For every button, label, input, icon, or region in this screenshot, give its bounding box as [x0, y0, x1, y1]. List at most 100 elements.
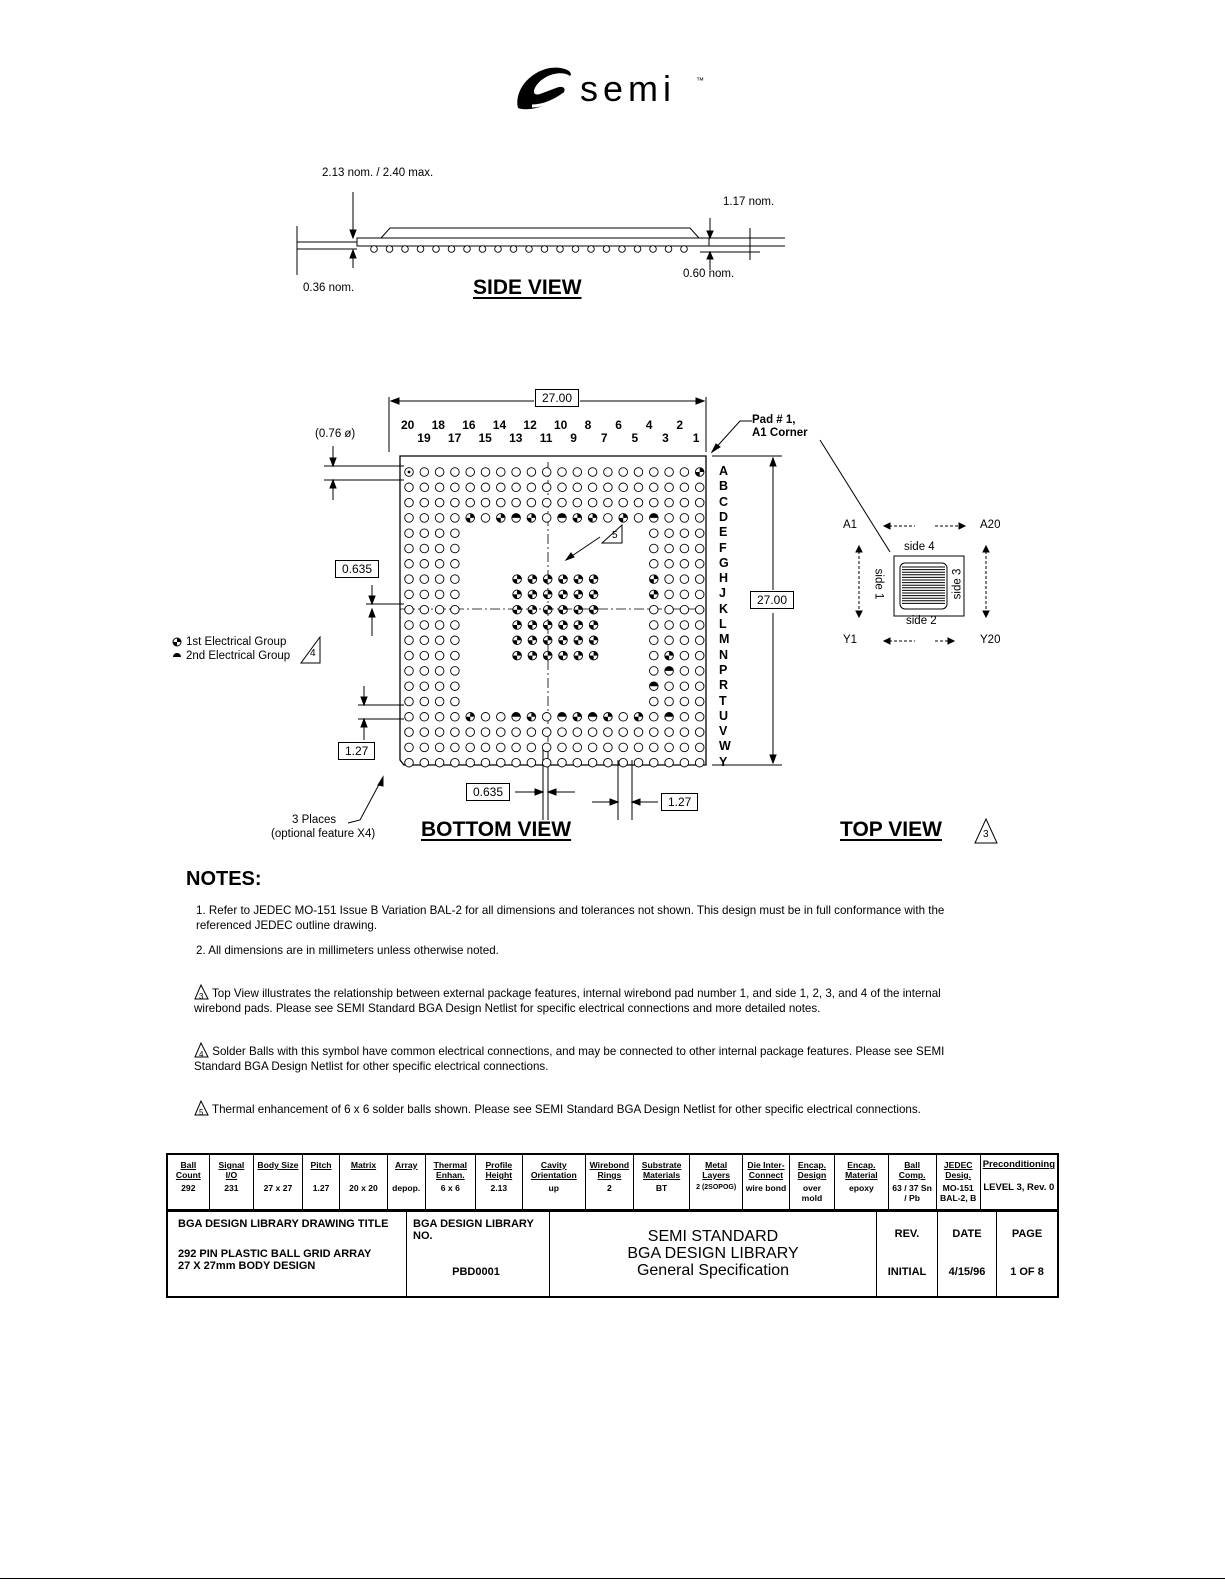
- spec-header: Substrate Materials: [641, 1160, 682, 1180]
- solder-ball: [679, 635, 690, 646]
- solder-ball: [633, 467, 644, 477]
- solder-ball: [603, 482, 613, 493]
- group1-ball-fill: [528, 574, 537, 584]
- top-view-a1: A1: [843, 519, 858, 531]
- solder-ball: [557, 742, 567, 753]
- group1-ball-fill: [574, 605, 583, 614]
- group1-ball-fill: [574, 636, 583, 645]
- group1-ball-fill: [512, 620, 522, 630]
- row-label: D: [719, 509, 729, 524]
- solder-ball: [434, 574, 445, 584]
- side-solder-ball: [401, 245, 409, 253]
- spec-header: Pitch: [310, 1160, 332, 1170]
- solder-ball: [419, 482, 430, 493]
- solder-ball: [694, 482, 705, 493]
- group1-ball-fill: [558, 636, 568, 645]
- solder-ball: [404, 757, 414, 768]
- note-5: 5 Thermal enhancement of 6 x 6 solder ba…: [194, 1100, 984, 1117]
- solder-ball: [496, 482, 506, 493]
- side-solder-ball: [432, 245, 440, 253]
- row-label: W: [719, 739, 731, 754]
- group1-ball-fill: [573, 712, 582, 722]
- solder-ball: [480, 727, 491, 737]
- solder-ball: [450, 467, 460, 477]
- solder-ball: [679, 727, 690, 737]
- solder-ball: [434, 559, 445, 569]
- group1-ball-fill: [512, 590, 522, 599]
- bottom-view-ball-grid: [404, 467, 705, 768]
- solder-ball: [434, 635, 445, 646]
- row-label: L: [719, 617, 727, 631]
- solder-ball: [557, 497, 567, 508]
- solder-ball: [649, 742, 659, 753]
- note-4-text: Solder Balls with this symbol have commo…: [194, 1045, 945, 1073]
- solder-ball: [694, 757, 705, 768]
- solder-ball: [633, 497, 644, 508]
- solder-ball: [664, 543, 674, 554]
- side-solder-ball: [587, 245, 595, 253]
- page-value: 1 OF 8: [1010, 1266, 1044, 1278]
- group1-ball-fill: [527, 513, 536, 523]
- solder-ball: [541, 742, 552, 753]
- solder-ball: [526, 757, 537, 768]
- legend-group2-label: 2nd Electrical Group: [186, 650, 291, 662]
- rev-label: REV.: [894, 1228, 920, 1240]
- side-solder-ball: [385, 245, 394, 253]
- bottom-dim-pitch-horizontal: 1.27: [661, 793, 699, 811]
- note-3-text: Top View illustrates the relationship be…: [194, 987, 941, 1015]
- column-label: 4: [645, 418, 653, 432]
- column-label: 13: [509, 431, 523, 445]
- spec-value: up: [548, 1183, 560, 1193]
- row-label: C: [719, 494, 729, 509]
- solder-ball: [633, 482, 644, 493]
- solder-ball: [694, 620, 705, 630]
- solder-ball: [450, 604, 460, 615]
- side-solder-ball: [416, 245, 425, 253]
- solder-ball: [511, 482, 521, 493]
- solder-ball: [557, 757, 567, 768]
- solder-ball: [694, 559, 705, 569]
- solder-ball: [450, 543, 460, 554]
- solder-ball: [572, 757, 583, 768]
- solder-ball: [465, 467, 475, 477]
- row-label: H: [719, 571, 729, 586]
- solder-ball: [419, 696, 430, 707]
- solder-ball: [649, 528, 659, 538]
- group1-ball-fill: [558, 651, 568, 660]
- spec-value: 1.27: [312, 1183, 330, 1193]
- group1-ball-fill: [618, 513, 628, 523]
- solder-ball: [664, 559, 674, 569]
- side-solder-ball: [633, 245, 642, 253]
- solder-ball: [649, 666, 659, 676]
- group1-ball-fill: [528, 636, 537, 645]
- solder-ball: [541, 712, 552, 722]
- group2-ball-fill: [511, 712, 521, 717]
- top-view-side1: side 1: [872, 568, 885, 600]
- bottom-dim-pitch-vertical: 1.27: [338, 742, 376, 760]
- solder-ball: [404, 712, 414, 722]
- group2-ball-fill: [649, 681, 659, 687]
- solder-ball: [664, 574, 674, 584]
- group1-ball-fill: [512, 636, 522, 645]
- solder-ball: [649, 482, 659, 493]
- solder-ball: [419, 589, 430, 600]
- solder-ball: [649, 635, 659, 646]
- spec-header: Ball Comp.: [898, 1160, 926, 1180]
- drawing-title-line2: 27 X 27mm BODY DESIGN: [178, 1260, 316, 1272]
- solder-ball: [541, 727, 552, 737]
- solder-ball: [541, 497, 552, 508]
- solder-ball: [603, 497, 613, 508]
- row-label: G: [719, 555, 729, 570]
- spec-value: over mold: [801, 1183, 823, 1203]
- drawing-title-line1: 292 PIN PLASTIC BALL GRID ARRAY: [178, 1248, 372, 1260]
- solder-ball: [679, 666, 690, 676]
- row-label: P: [719, 662, 728, 677]
- top-view-y20: Y20: [980, 634, 1001, 646]
- solder-ball: [664, 742, 674, 753]
- solder-ball: [465, 757, 475, 768]
- solder-ball: [694, 696, 705, 707]
- solder-ball: [511, 757, 521, 768]
- row-label: M: [719, 632, 730, 647]
